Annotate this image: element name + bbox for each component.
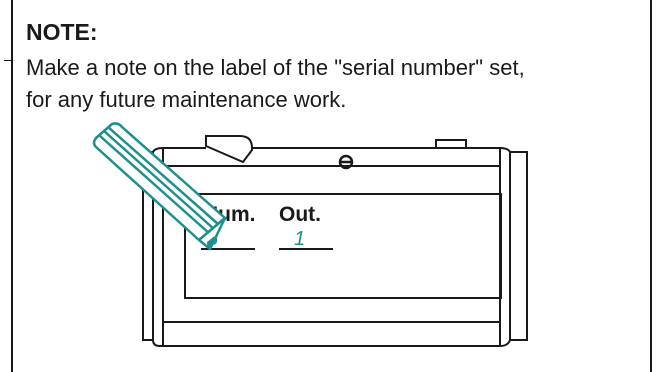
- device-body: [142, 135, 528, 347]
- note-frame: [11, 0, 652, 372]
- screw-icon: [338, 154, 354, 170]
- note-body: Make a note on the label of the "serial …: [26, 52, 525, 116]
- callout-tick: [4, 60, 12, 61]
- pencil-icon: [92, 122, 227, 251]
- note-line-1: Make a note on the label of the "serial …: [26, 55, 525, 80]
- out-label: Out.: [279, 203, 321, 226]
- note-line-2: for any future maintenance work.: [26, 87, 347, 112]
- out-value: 1: [294, 228, 305, 250]
- note-title: NOTE:: [26, 19, 98, 45]
